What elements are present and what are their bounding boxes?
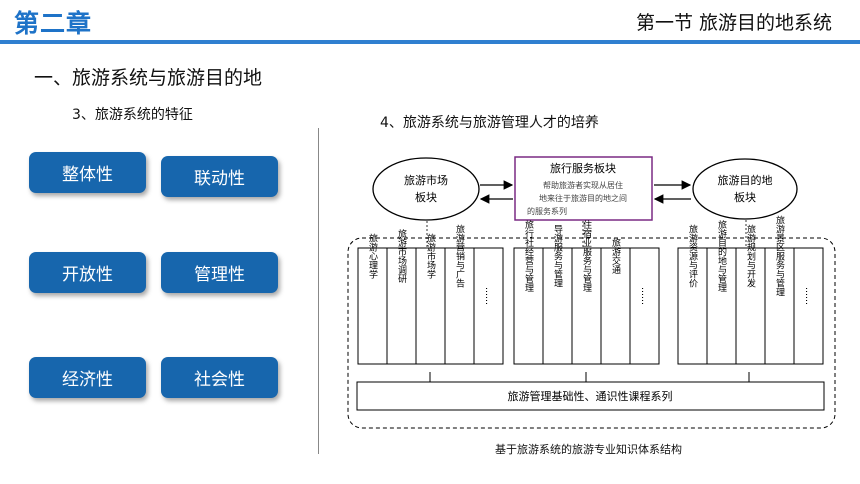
course-label: 旅游心理学: [367, 232, 378, 278]
feature-box-management: 管理性: [161, 252, 278, 293]
course-label: 旅游规划与开发: [745, 223, 756, 288]
course-label-ellipsis: ……: [803, 287, 813, 305]
vertical-divider: [318, 128, 319, 454]
service-block-desc-1: 帮助旅游者实现从居住: [543, 180, 623, 190]
header-divider: [0, 40, 860, 44]
course-group-market: 旅游心理学 旅游市场调研 旅游市场学 旅游营销与广告 ……: [357, 223, 504, 365]
feature-box-linkage: 联动性: [161, 156, 278, 197]
market-block-ellipse: [372, 157, 480, 221]
course-container: [347, 237, 836, 429]
section-title: 第一节 旅游目的地系统: [635, 12, 832, 34]
course-group-destination: 旅游资源与评价 旅游目的地与管理 旅游规划与开发 旅游景区服务与管理 ……: [677, 214, 824, 365]
course-label-ellipsis: ……: [483, 287, 493, 305]
foundation-label: 旅游管理基础性、通识性课程系列: [508, 389, 673, 403]
destination-block-line2: 板块: [734, 190, 756, 204]
right-subtitle: 4、旅游系统与旅游管理人才的培养: [380, 115, 599, 131]
chapter-title: 第二章: [14, 9, 93, 38]
destination-block-line1: 旅游目的地: [718, 173, 773, 187]
page-heading: 一、旅游系统与旅游目的地: [34, 67, 263, 89]
market-block-line2: 板块: [415, 190, 437, 204]
course-label: 旅游营销与广告: [454, 223, 465, 288]
service-block-desc-2: 地来往于旅游目的地之间: [539, 193, 627, 203]
diagram-caption: 基于旅游系统的旅游专业知识体系结构: [495, 443, 682, 456]
service-block-title: 旅行服务板块: [550, 161, 616, 175]
foundation-box: [356, 381, 825, 411]
feature-box-holistic: 整体性: [29, 152, 146, 193]
course-label: 旅游市场调研: [396, 228, 407, 284]
course-label: 旅游目的地与管理: [716, 219, 727, 292]
market-block-line1: 旅游市场: [404, 173, 448, 187]
feature-box-economic: 经济性: [29, 357, 146, 398]
course-label: 导游服务与管理: [552, 224, 563, 287]
service-block-desc-3: 的服务系列: [527, 206, 567, 216]
course-label: 旅游交通: [610, 237, 621, 275]
course-label: 住宿业服务与管理: [581, 219, 592, 292]
course-label: 旅游景区服务与管理: [774, 214, 785, 296]
course-label: 旅行社经营与管理: [523, 219, 534, 292]
course-label: 旅游市场学: [425, 232, 436, 278]
left-subtitle: 3、旅游系统的特征: [72, 107, 193, 123]
destination-block-ellipse: [692, 158, 798, 220]
course-label: 旅游资源与评价: [687, 223, 698, 287]
course-label-ellipsis: ……: [639, 287, 649, 305]
course-group-service: 旅行社经营与管理 导游服务与管理 住宿业服务与管理 旅游交通 ……: [513, 219, 660, 365]
feature-box-openness: 开放性: [29, 252, 146, 293]
service-block-box: [514, 156, 653, 221]
feature-box-social: 社会性: [161, 357, 278, 398]
